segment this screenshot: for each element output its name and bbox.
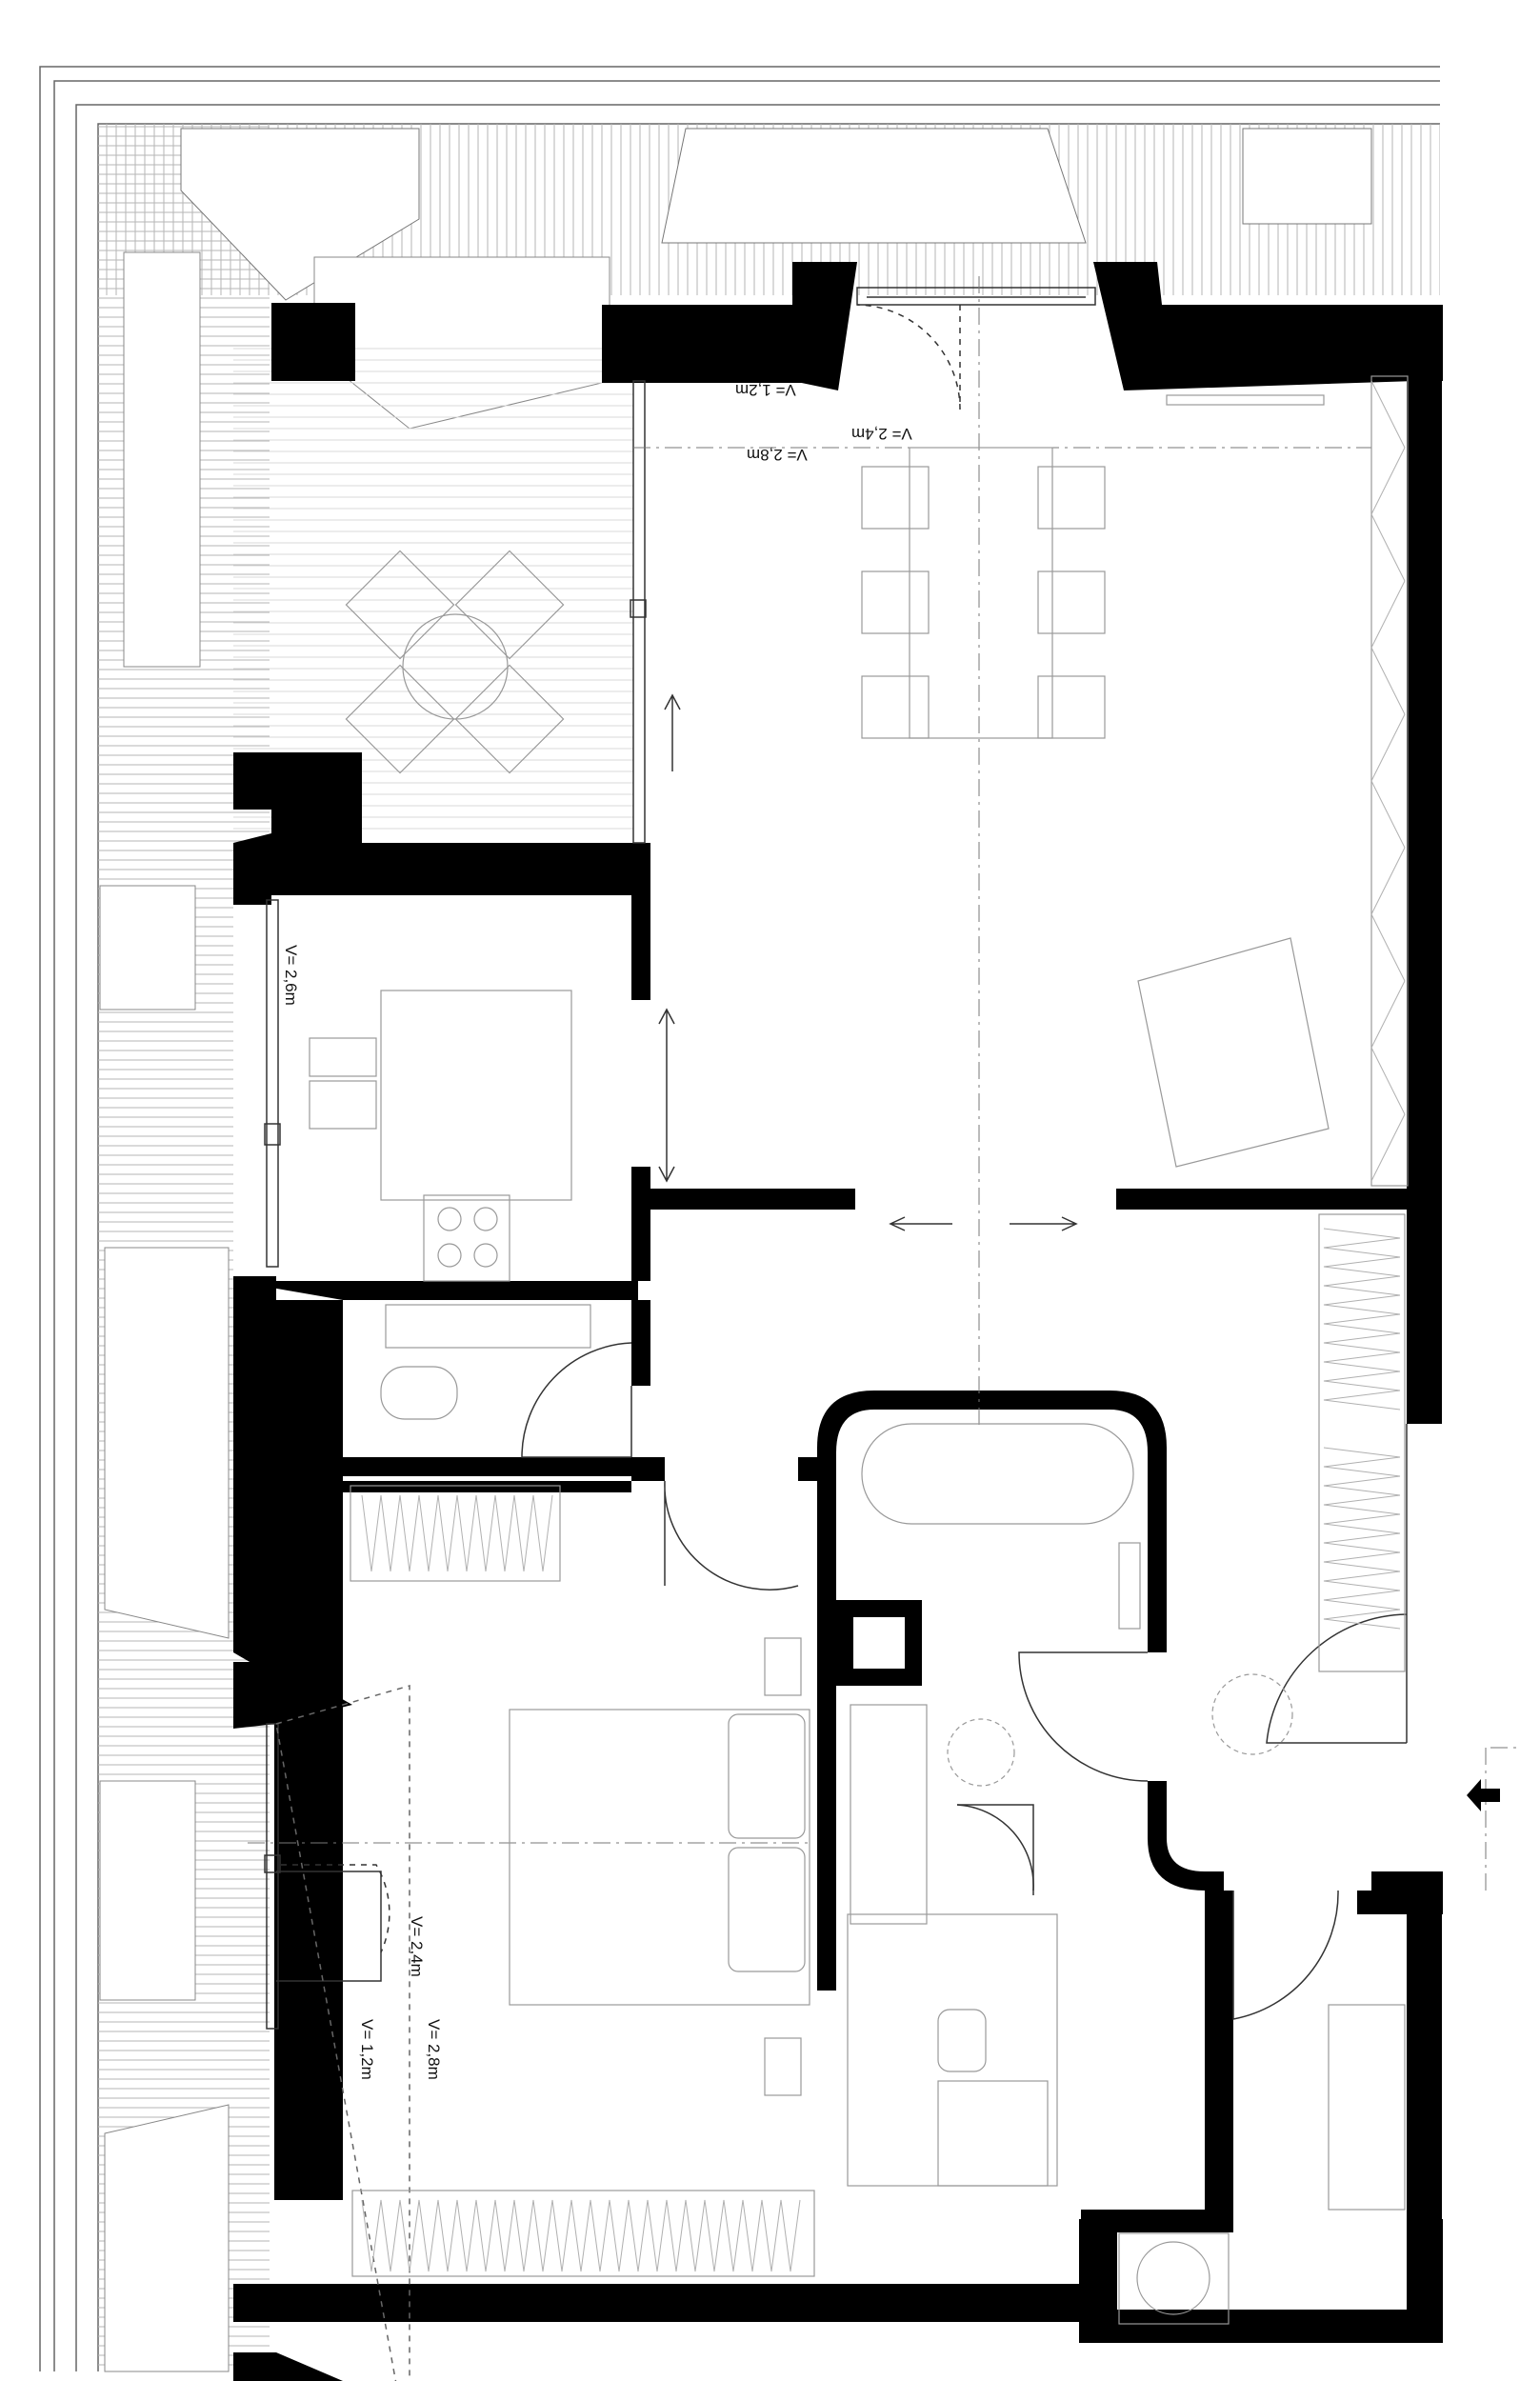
floor-areas (233, 338, 633, 1271)
walls (233, 262, 1443, 2381)
bedroom-door-height-label: V= 2,4m (408, 1916, 426, 1977)
height-labels: V= 1,2m V= 2,8m V= 2,4m V= 2,6m V= 2,4m … (282, 381, 912, 2080)
furniture (309, 375, 1409, 2325)
kitchen-height-label: V= 2,6m (282, 945, 300, 1006)
lounge-ceiling-height-label: V= 2,8m (747, 446, 808, 464)
roof-hatching-top (98, 124, 1440, 2372)
openings (264, 287, 1408, 2381)
closet-hatch (361, 380, 1406, 2272)
bedroom-ceiling-height-label: V= 2,8m (425, 2019, 443, 2080)
balcony-door-height-label: V= 2,4m (851, 425, 912, 443)
entrance-arrow-icon (1467, 1779, 1500, 1811)
lounge-window-height-label: V= 1,2m (735, 381, 796, 399)
bedroom-window-height-label: V= 1,2m (358, 2019, 376, 2080)
